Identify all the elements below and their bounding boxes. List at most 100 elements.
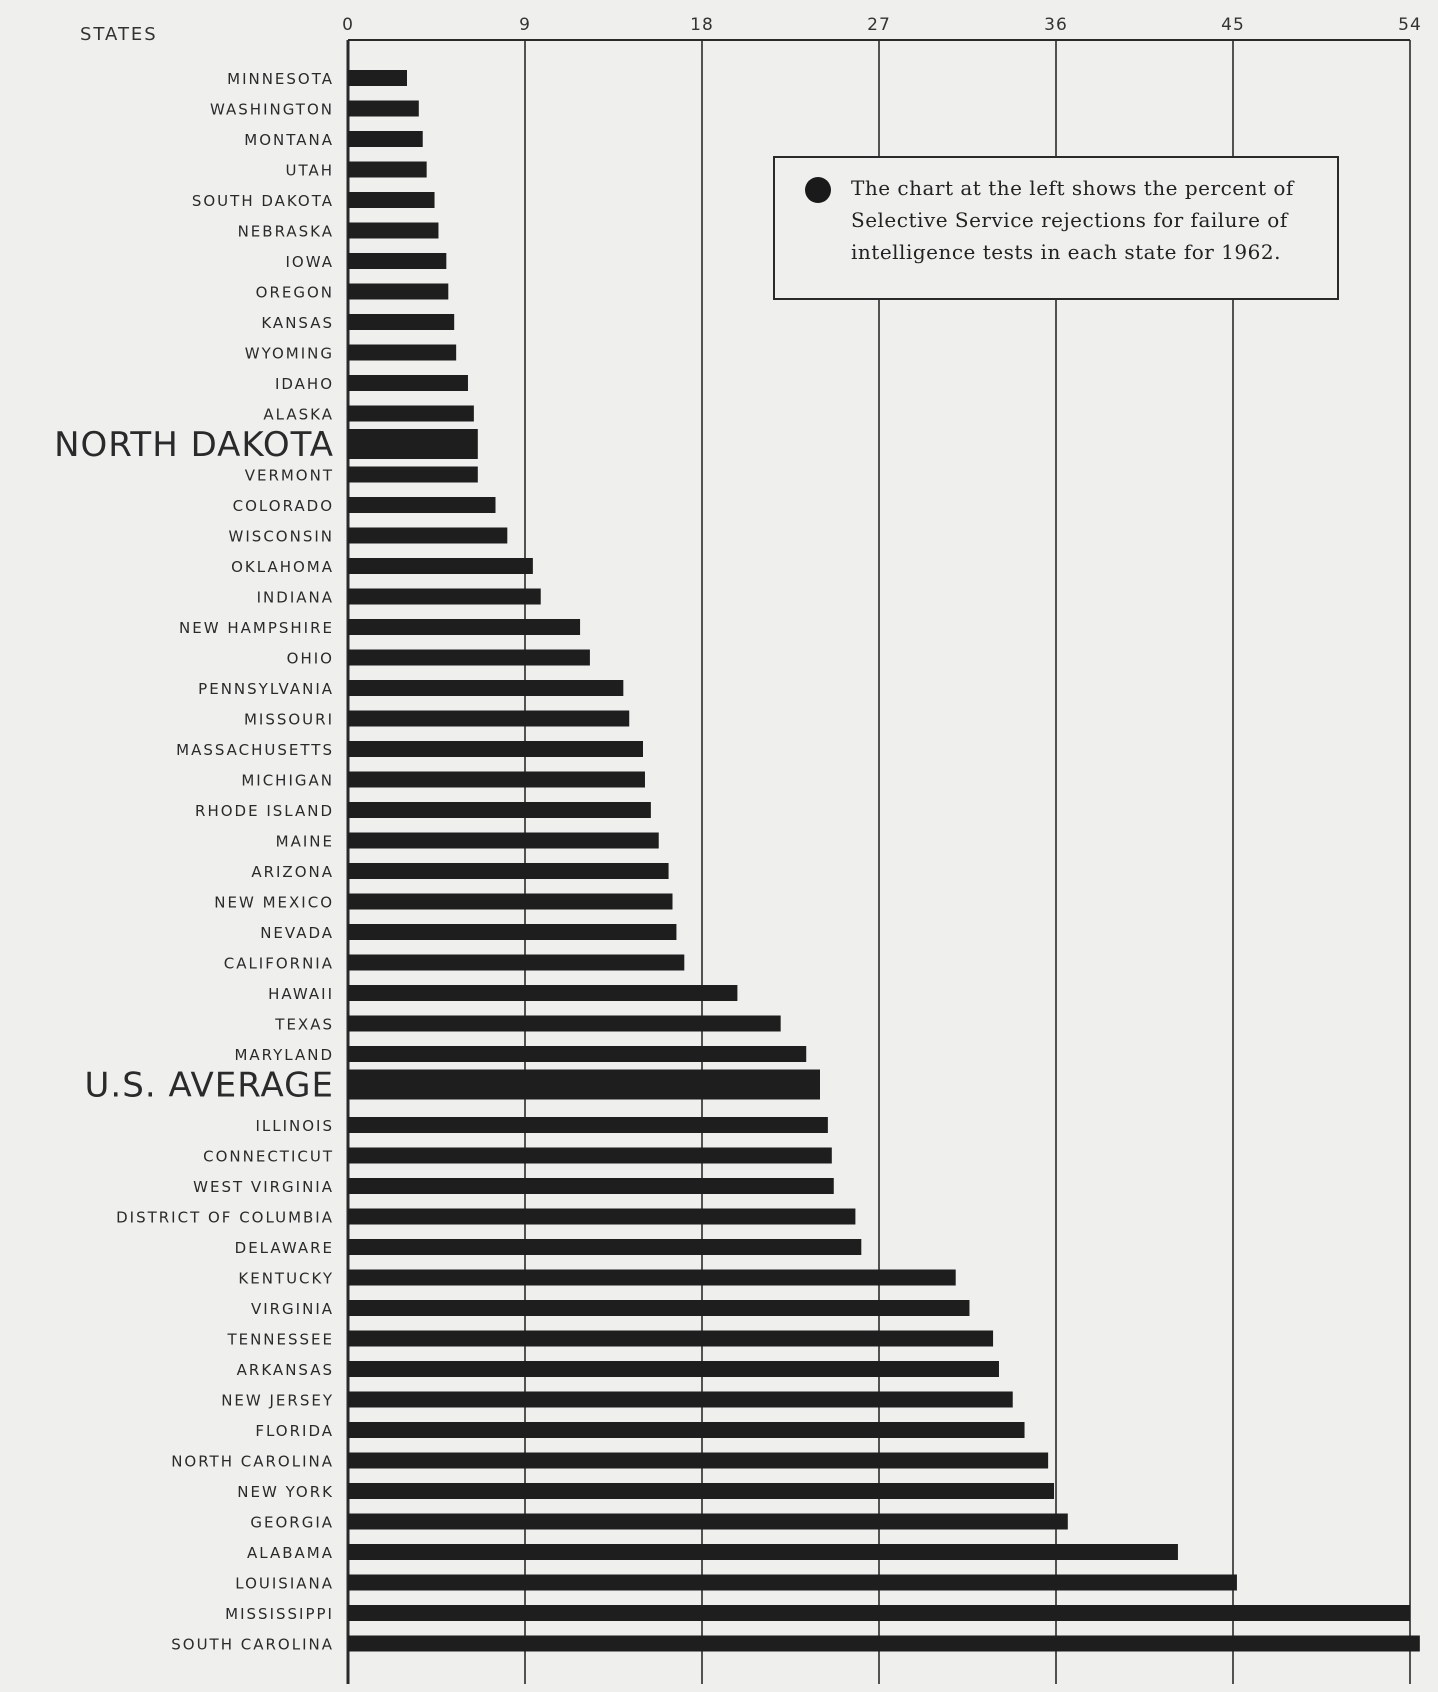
category-label: ARIZONA bbox=[251, 863, 334, 881]
category-label: PENNSYLVANIA bbox=[198, 680, 334, 698]
bar-michigan bbox=[348, 771, 645, 788]
x-tick-label: 0 bbox=[342, 15, 354, 35]
bar-nebraska bbox=[348, 222, 439, 239]
category-label: CONNECTICUT bbox=[203, 1148, 334, 1166]
category-label: NORTH CAROLINA bbox=[171, 1453, 334, 1471]
legend-dot-icon bbox=[805, 177, 831, 203]
bar-new-jersey bbox=[348, 1391, 1013, 1408]
category-label: NEVADA bbox=[260, 924, 334, 942]
bar-massachusetts bbox=[348, 741, 643, 757]
bar-layer bbox=[348, 70, 1420, 1652]
category-label: NEW YORK bbox=[237, 1483, 334, 1501]
x-tick-label: 18 bbox=[690, 15, 714, 35]
category-label: ALASKA bbox=[263, 406, 334, 424]
category-label: LOUISIANA bbox=[235, 1575, 334, 1593]
category-label: NEW JERSEY bbox=[221, 1392, 334, 1410]
category-label: MONTANA bbox=[244, 131, 334, 149]
category-label: DELAWARE bbox=[235, 1239, 334, 1257]
category-label: WASHINGTON bbox=[210, 101, 334, 119]
bar-virginia bbox=[348, 1300, 970, 1316]
bar-idaho bbox=[348, 375, 468, 391]
bar-maryland bbox=[348, 1046, 807, 1062]
category-label: VERMONT bbox=[245, 467, 334, 485]
bar-new-mexico bbox=[348, 893, 673, 910]
category-label: NEBRASKA bbox=[238, 223, 334, 241]
bar-utah bbox=[348, 161, 427, 178]
bar-connecticut bbox=[348, 1147, 832, 1164]
x-tick-label: 9 bbox=[519, 15, 531, 35]
grid-layer bbox=[346, 39, 1411, 1684]
bar-illinois bbox=[348, 1117, 828, 1133]
category-label: ARKANSAS bbox=[237, 1361, 334, 1379]
bar-oregon bbox=[348, 283, 449, 300]
bar-district-of-columbia bbox=[348, 1208, 856, 1225]
category-label: HAWAII bbox=[268, 985, 334, 1003]
category-label: MARYLAND bbox=[234, 1046, 334, 1064]
bar-south-carolina bbox=[348, 1635, 1420, 1652]
category-label: ILLINOIS bbox=[255, 1117, 334, 1135]
category-label: GEORGIA bbox=[250, 1514, 334, 1532]
bar-maine bbox=[348, 832, 659, 849]
category-label: WISCONSIN bbox=[229, 528, 334, 546]
bar-texas bbox=[348, 1015, 781, 1032]
category-label: MAINE bbox=[276, 833, 334, 851]
category-label: ALABAMA bbox=[247, 1544, 334, 1562]
bar-new-hampshire bbox=[348, 619, 581, 635]
category-label: CALIFORNIA bbox=[224, 955, 334, 973]
category-label: RHODE ISLAND bbox=[195, 802, 334, 820]
legend-box: The chart at the left shows the percent … bbox=[773, 156, 1339, 300]
category-label: TENNESSEE bbox=[226, 1331, 334, 1349]
bar-colorado bbox=[348, 497, 496, 513]
category-label: IDAHO bbox=[275, 375, 334, 393]
bar-north-dakota bbox=[348, 429, 478, 459]
bar-louisiana bbox=[348, 1574, 1237, 1591]
bar-north-carolina bbox=[348, 1452, 1049, 1469]
bar-delaware bbox=[348, 1239, 862, 1255]
x-tick-label: 45 bbox=[1221, 15, 1245, 35]
category-label: IOWA bbox=[285, 253, 334, 271]
bar-tennessee bbox=[348, 1330, 994, 1347]
legend-text: The chart at the left shows the percent … bbox=[851, 176, 1294, 264]
category-label: KENTUCKY bbox=[238, 1270, 334, 1288]
bar-south-dakota bbox=[348, 192, 435, 208]
category-label: OREGON bbox=[256, 284, 334, 302]
bar-u-s-average bbox=[348, 1069, 820, 1100]
category-label: FLORIDA bbox=[255, 1422, 334, 1440]
bar-alabama bbox=[348, 1544, 1178, 1560]
label-layer: MINNESOTA WASHINGTON MONTANA UTAH SOUTH DAKO… bbox=[54, 70, 334, 1654]
bar-wisconsin bbox=[348, 527, 508, 544]
category-label: NORTH DAKOTA bbox=[54, 425, 334, 465]
bar-mississippi bbox=[348, 1605, 1410, 1621]
bar-georgia bbox=[348, 1513, 1068, 1530]
bar-nevada bbox=[348, 924, 677, 940]
bar-new-york bbox=[348, 1483, 1055, 1499]
bar-alaska bbox=[348, 405, 474, 422]
bar-minnesota bbox=[348, 70, 407, 86]
category-label: COLORADO bbox=[233, 497, 334, 515]
bar-west-virginia bbox=[348, 1178, 834, 1194]
bar-missouri bbox=[348, 710, 630, 727]
category-label: OKLAHOMA bbox=[231, 558, 334, 576]
category-label: UTAH bbox=[285, 162, 334, 180]
x-tick-label: 27 bbox=[867, 15, 891, 35]
category-label: SOUTH CAROLINA bbox=[171, 1636, 334, 1654]
bar-iowa bbox=[348, 253, 447, 269]
category-label: MISSOURI bbox=[244, 711, 334, 729]
bar-montana bbox=[348, 131, 423, 147]
category-label: MINNESOTA bbox=[227, 70, 334, 88]
category-label: KANSAS bbox=[261, 314, 334, 332]
category-label: MISSISSIPPI bbox=[225, 1605, 334, 1623]
category-label: NEW HAMPSHIRE bbox=[179, 619, 334, 637]
bar-california bbox=[348, 954, 685, 971]
category-label: SOUTH DAKOTA bbox=[192, 192, 334, 210]
bar-ohio bbox=[348, 649, 590, 666]
category-label: WEST VIRGINIA bbox=[193, 1178, 334, 1196]
bar-vermont bbox=[348, 466, 478, 483]
category-label: U.S. AVERAGE bbox=[85, 1066, 334, 1106]
bar-wyoming bbox=[348, 344, 457, 361]
bar-rhode-island bbox=[348, 802, 651, 818]
x-tick-label: 36 bbox=[1044, 15, 1068, 35]
category-label: OHIO bbox=[287, 650, 334, 668]
